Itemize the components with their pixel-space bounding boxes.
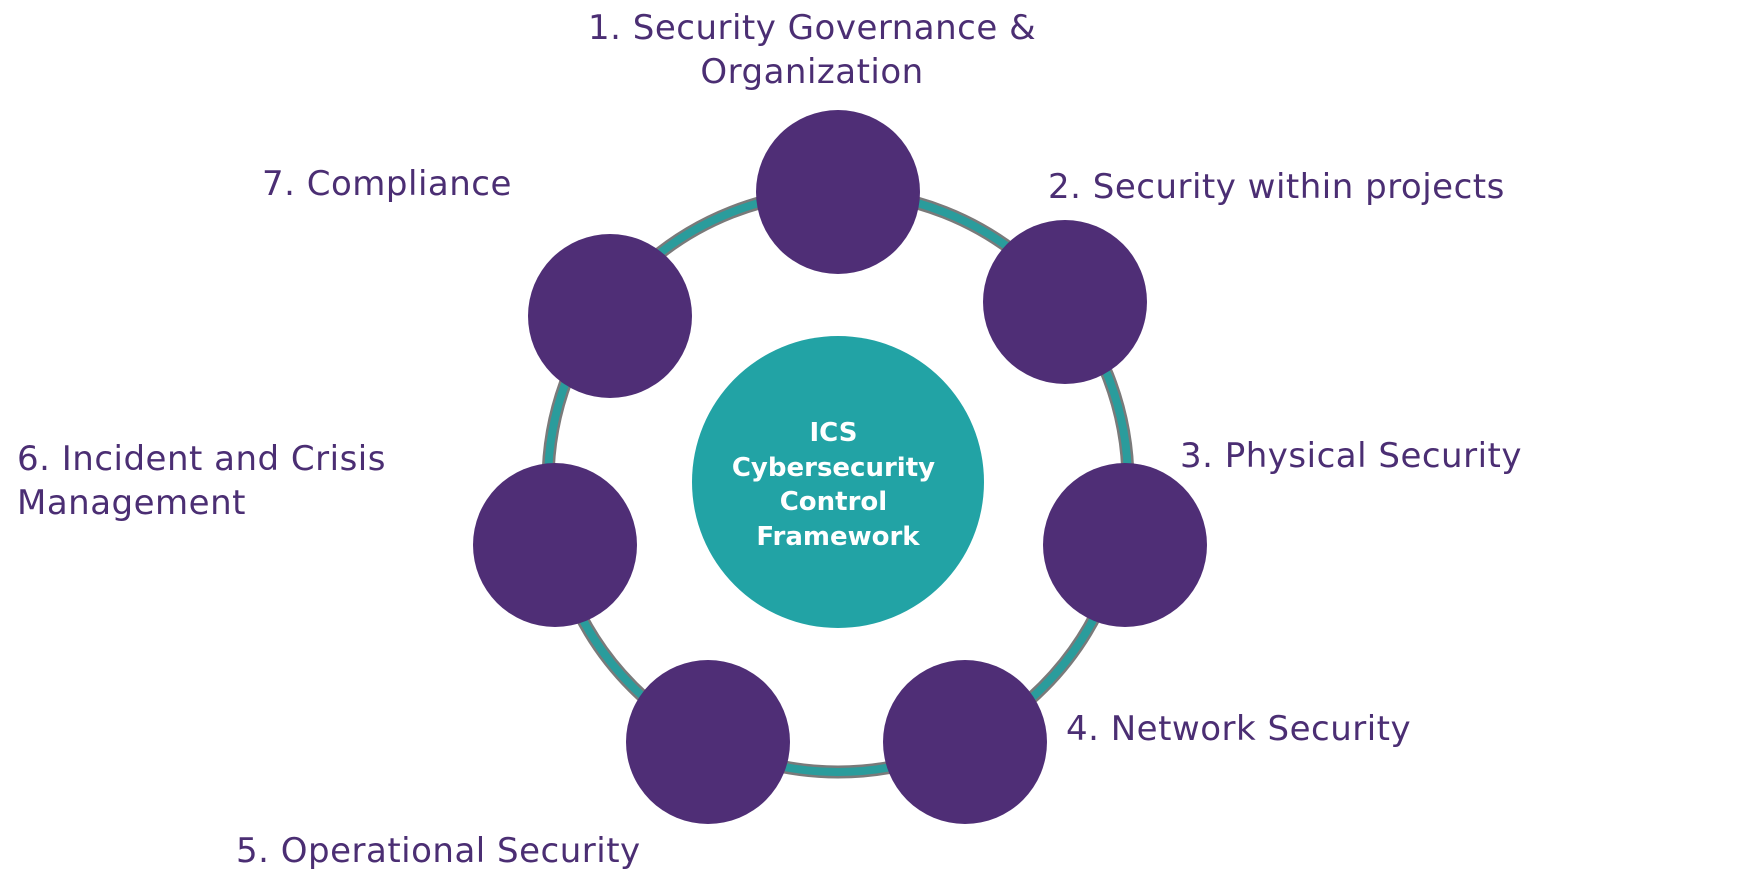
label-3-physical: 3. Physical Security [1180,434,1522,478]
label-6-line-2: Management [17,483,246,523]
label-7-line-1: 7. Compliance [262,164,512,204]
label-4-line-1: 4. Network Security [1066,709,1412,749]
label-6-incident: 6. Incident and Crisis Management [17,437,386,525]
node-6-incident [473,463,637,627]
node-3-physical [1043,463,1207,627]
label-7-compliance: 7. Compliance [262,162,512,206]
label-5-line-1: 5. Operational Security [236,831,641,871]
label-4-network: 4. Network Security [1066,707,1411,751]
label-6-line-1: 6. Incident and Crisis [17,439,386,479]
node-7-compliance [528,234,692,398]
label-1-line-2: Organization [700,52,924,92]
node-1-governance [756,110,920,274]
label-3-line-1: 3. Physical Security [1180,436,1522,476]
label-5-operational: 5. Operational Security [236,829,641,873]
center-line-4: Framework [756,522,920,552]
label-2-line-1: 2. Security within projects [1048,167,1505,207]
node-2-projects [983,220,1147,384]
node-4-network [883,660,1047,824]
center-line-1: ICS [809,418,857,448]
center-title: ICS Cybersecurity Control Framework [732,418,944,552]
center-line-3: Control [780,487,887,517]
label-1-governance: 1. Security Governance & Organization [588,6,1036,94]
label-1-line-1: 1. Security Governance & [588,8,1037,48]
center-line-2: Cybersecurity [732,453,935,483]
center-circle [692,336,984,628]
node-5-operational [626,660,790,824]
label-2-projects: 2. Security within projects [1048,165,1505,209]
